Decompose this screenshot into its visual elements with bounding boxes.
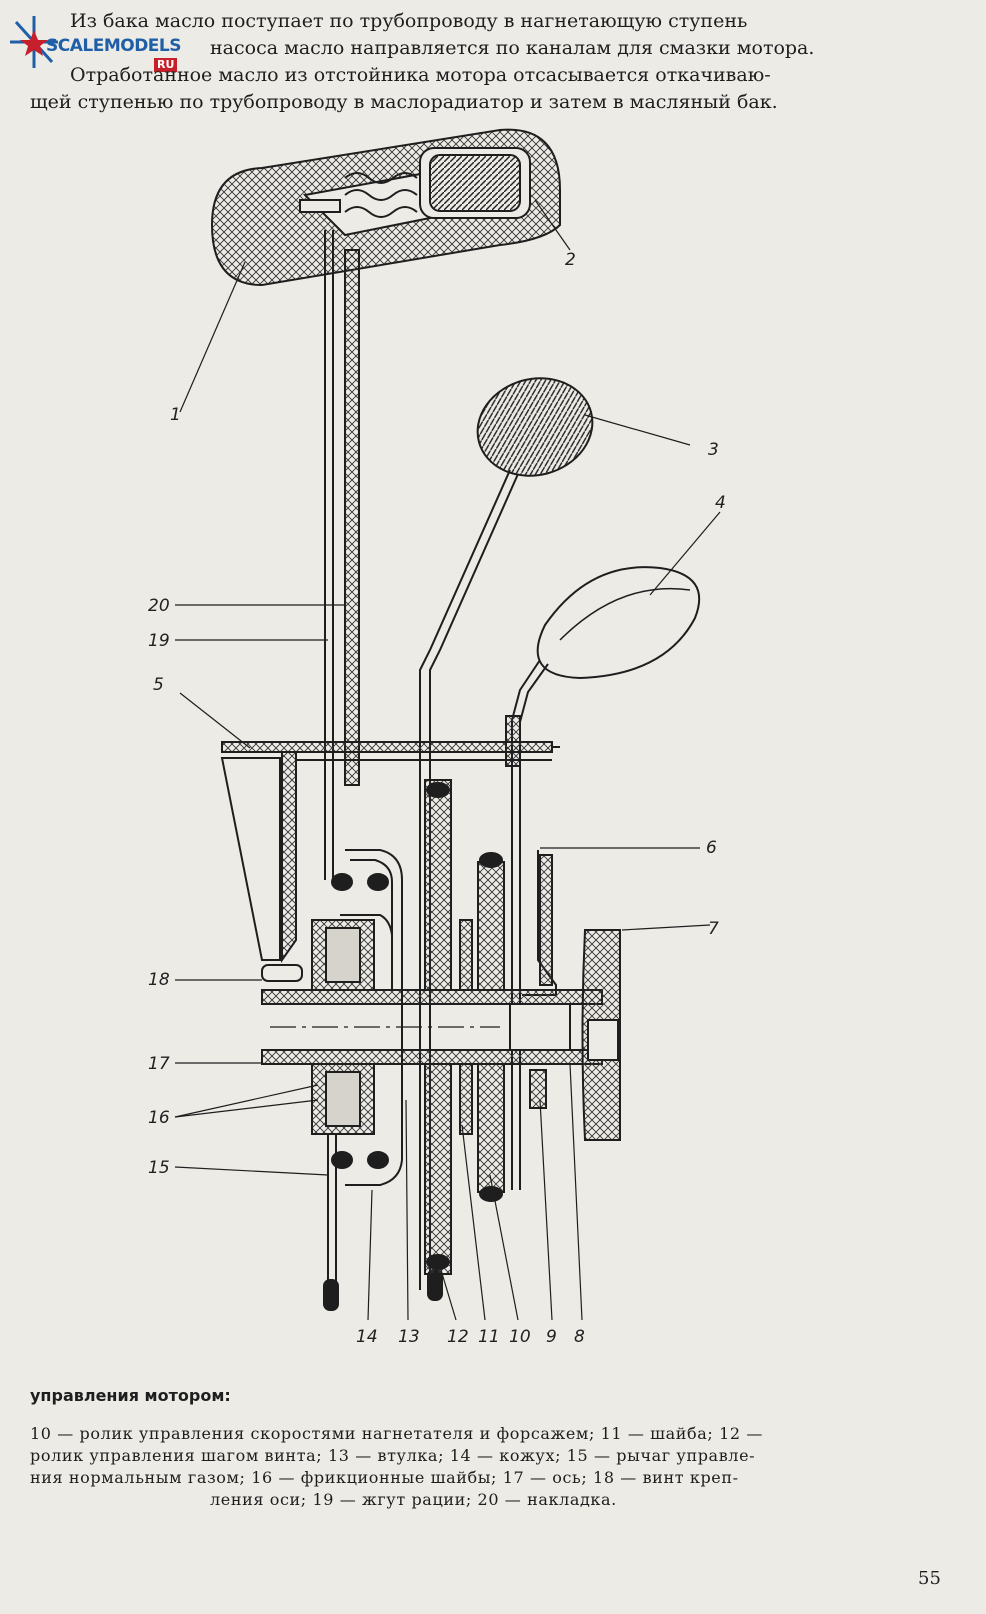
label-19: 19 [148,631,170,651]
throttle-lever [323,1134,339,1311]
caption-line-2: ролик управления шагом винта; 13 — втулк… [30,1446,756,1465]
label-12: 12 [447,1327,469,1347]
intro-line-1: Из бака масло поступает по трубопроводу … [70,10,748,32]
caption-title: управления мотором: [30,1386,231,1405]
main-lever-grip [210,128,561,287]
scalemodels-logo: SCALEMODELS RU [4,8,204,78]
label-15: 15 [148,1158,170,1178]
label-20: 20 [148,596,170,616]
label-6: 6 [706,838,717,858]
main-lever-rod [324,230,360,880]
washer-lower [459,1063,473,1135]
logo-badge: RU [154,58,178,72]
caption-line-4: ления оси; 19 — жгут рации; 20 — накладк… [210,1490,617,1509]
supercharger-roller [477,852,505,1202]
label-1: 1 [170,405,181,425]
control-box-housing [220,741,560,996]
intro-line-2: насоса масло направляется по каналам для… [210,37,815,59]
figure-caption: 10 — ролик управления скоростями нагнета… [30,1423,900,1511]
intro-line-3: Отработанное масло из отстойника мотора … [70,64,771,86]
pin [529,1069,547,1109]
page-number: 55 [918,1568,941,1589]
propeller-icon [10,16,58,68]
intro-paragraph: Из бака масло поступает по трубопроводу … [30,8,970,116]
cover [340,849,403,1186]
label-7: 7 [708,919,719,939]
label-16: 16 [148,1108,170,1128]
label-13: 13 [398,1327,420,1347]
label-10: 10 [509,1327,531,1347]
friction-washers [311,919,375,1135]
intro-line-4: щей ступенью по трубопроводу в маслоради… [30,91,778,113]
axle [261,989,603,1065]
engine-control-diagram: 1 2 3 4 5 6 7 8 9 10 11 12 13 14 15 16 1… [148,128,726,1347]
caption-line-3: ния нормальным газом; 16 — фрикционные ш… [30,1468,739,1487]
label-5: 5 [153,675,164,695]
caption-line-1: 10 — ролик управления скоростями нагнета… [30,1424,763,1443]
label-17: 17 [148,1054,170,1074]
supercharger-lever [505,566,701,1190]
label-3: 3 [708,440,719,460]
pitch-roller [424,779,452,1275]
axle-screw [261,964,303,982]
label-8: 8 [574,1327,585,1347]
axle-nut [581,929,621,1141]
washer [459,919,473,991]
leader-lines [174,199,721,1321]
label-9: 9 [546,1327,557,1347]
logo-text: SCALEMODELS [46,36,182,56]
label-11: 11 [478,1327,500,1347]
label-14: 14 [356,1327,378,1347]
label-4: 4 [715,493,726,513]
label-2: 2 [565,250,576,270]
label-18: 18 [148,970,170,990]
